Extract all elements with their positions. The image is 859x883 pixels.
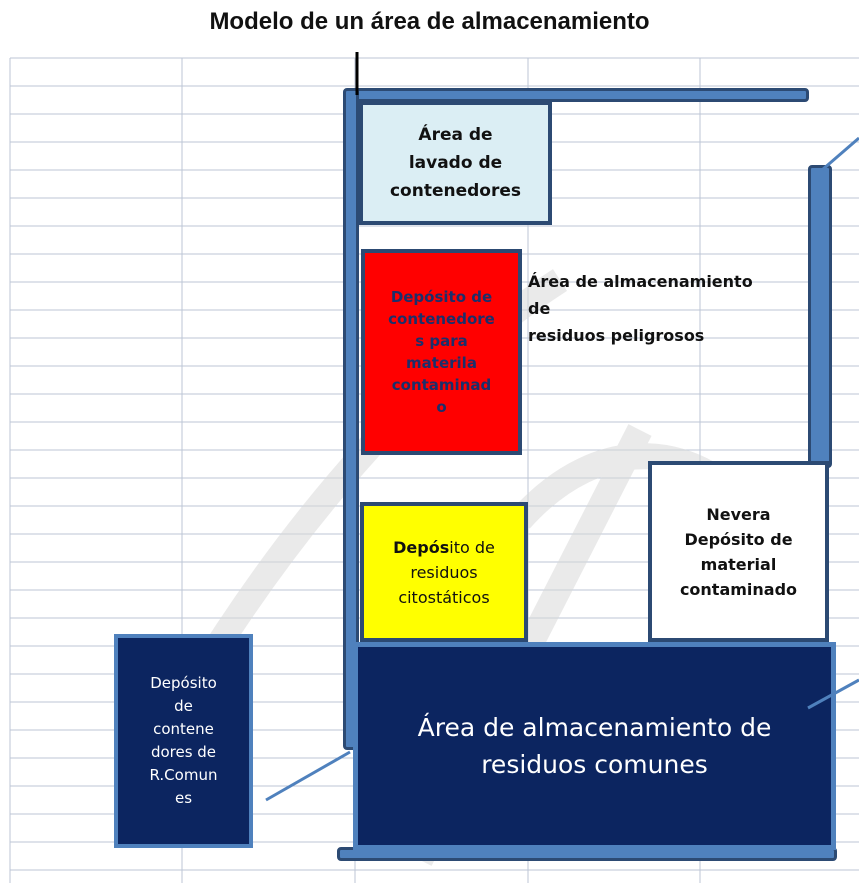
washing-area-box: Área de lavado de contenedores [359,101,552,225]
common-containers-box: Depósito de contene dores de R.Comun es [114,634,253,848]
washing-area-label: Área de lavado de contenedores [389,125,522,201]
cytostatic-prefix: Depós [393,537,450,557]
cytostatic-rest: ito de residuos citostáticos [398,537,495,607]
wall-left [343,88,359,750]
cytostatic-deposit-box: Depósito de residuos citostáticos [360,502,528,642]
fridge-box: Nevera Depósito de material contaminado [648,461,829,642]
wall-top [345,88,809,102]
hazardous-area-label: Área de almacenamiento de residuos pelig… [528,272,753,345]
common-containers-label: Depósito de contene dores de R.Comun es [149,674,218,807]
wall-right-upper [808,165,832,468]
contaminated-containers-label: Depósito de contenedore s para materila … [388,288,495,416]
common-waste-area-box: Área de almacenamiento de residuos comun… [353,642,836,850]
cytostatic-deposit-label: Depósito de residuos citostáticos [393,535,495,610]
fridge-label: Nevera Depósito de material contaminado [679,504,798,599]
diagram-title: Modelo de un área de almacenamiento [209,8,650,35]
common-waste-area-label: Área de almacenamiento de residuos comun… [417,713,772,779]
contaminated-containers-box: Depósito de contenedore s para materila … [361,249,522,455]
